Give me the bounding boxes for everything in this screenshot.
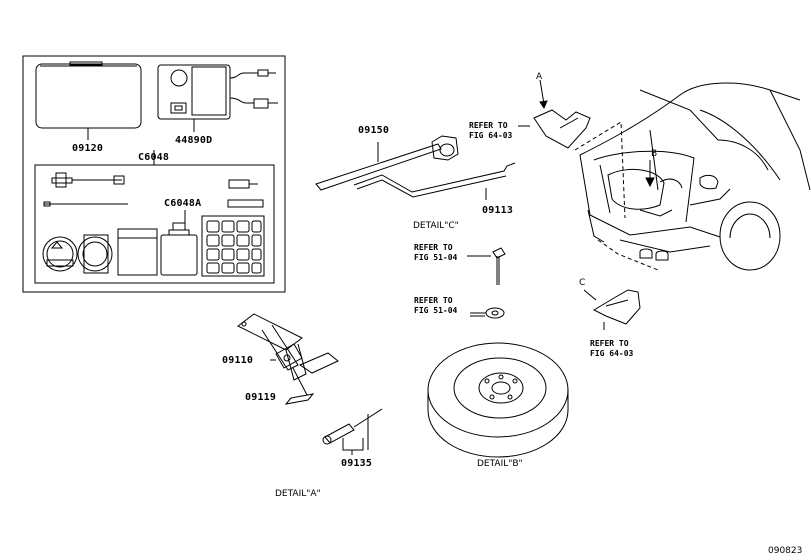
jack-cover-drawing [286, 368, 313, 404]
detail-c-caption: DETAIL"C" [413, 221, 459, 231]
tool-kit-frame [23, 56, 285, 292]
callout-a: A [536, 72, 543, 82]
part-label-09119: 09119 [245, 392, 277, 403]
part-label-09150: 09150 [358, 125, 390, 136]
jack-handle-drawing [354, 163, 515, 200]
callout-b: B [651, 149, 658, 159]
repair-kit-contents [43, 150, 264, 276]
diagram-code: 090823 [768, 546, 803, 556]
part-label-09110: 09110 [222, 355, 254, 366]
bracket-a-drawing [518, 80, 590, 148]
callout-c: C [579, 278, 586, 288]
part-label-09113: 09113 [482, 205, 514, 216]
tool-pouch-drawing [36, 62, 141, 140]
jack-drawing [238, 314, 338, 380]
compressor-drawing [158, 65, 278, 132]
spare-tire-drawing [428, 343, 568, 457]
part-label-c6048: C6048 [138, 152, 170, 163]
spare-tire-bolt-drawing [467, 248, 505, 285]
part-label-c6048a: C6048A [164, 198, 202, 209]
part-label-09120: 09120 [72, 143, 104, 154]
detail-a-caption: DETAIL"A" [275, 489, 321, 499]
spare-tire-washer-drawing [470, 308, 504, 318]
part-label-44890d: 44890D [175, 135, 213, 146]
detail-b-caption: DETAIL"B" [477, 459, 523, 469]
lug-wrench-drawing [316, 136, 458, 190]
bracket-c-drawing [584, 290, 640, 330]
car-rear-drawing [575, 83, 810, 270]
part-label-09135: 09135 [341, 458, 373, 469]
towing-eye-drawing [323, 409, 382, 455]
